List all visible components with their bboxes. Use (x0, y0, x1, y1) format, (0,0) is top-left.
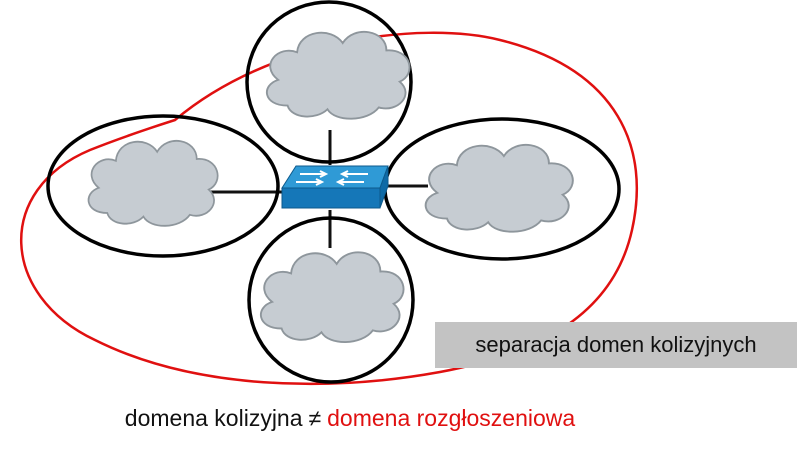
collision-domain-text: domena kolizyjna (124, 405, 303, 431)
separation-label: separacja domen kolizyjnych (435, 322, 797, 368)
network-cloud-icon (265, 30, 411, 120)
collision-domain-left (46, 114, 280, 258)
domain-caption: domena kolizyjna≠domena rozgłoszeniowa (0, 405, 700, 432)
broadcast-domain-text: domena rozgłoszeniowa (327, 405, 576, 431)
network-cloud-icon (259, 251, 405, 343)
network-cloud-icon (424, 143, 574, 233)
collision-domain-bottom (247, 216, 415, 384)
not-equal-symbol: ≠ (308, 405, 322, 431)
switch-icon (281, 165, 389, 209)
collision-domain-top (245, 0, 413, 164)
network-cloud-icon (87, 139, 219, 227)
